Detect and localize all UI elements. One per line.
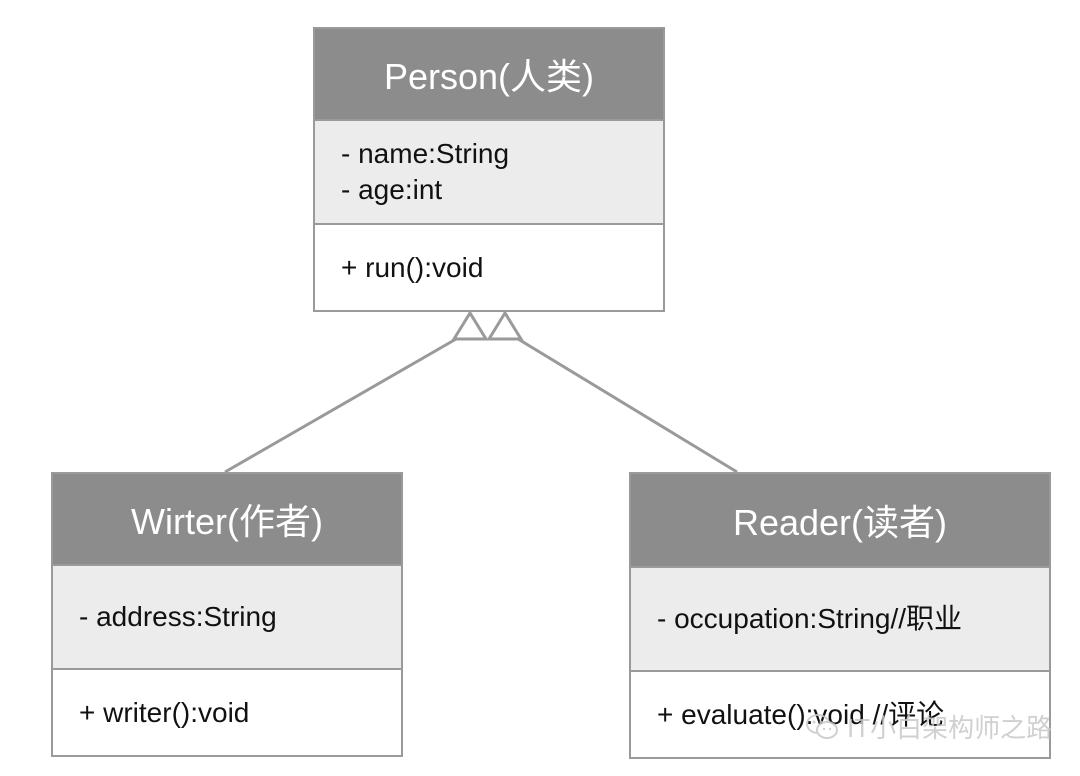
class-person-methods: + run():void — [315, 225, 663, 310]
attribute-name: - name:String — [341, 138, 510, 169]
class-writer-name: Wirter(作者) — [53, 474, 401, 566]
class-reader-attributes: - occupation:String//职业 — [631, 568, 1049, 672]
class-person: Person(人类) - name:String - age:int + run… — [313, 27, 665, 312]
reader-generalization-line — [504, 329, 738, 474]
attribute-occupation: - occupation:String//职业 — [657, 603, 963, 634]
method-writer: + writer():void — [79, 696, 250, 728]
class-person-attributes: - name:String - age:int — [315, 121, 663, 225]
class-writer-methods: + writer():void — [53, 670, 401, 755]
class-reader: Reader(读者) - occupation:String//职业 + eva… — [629, 472, 1051, 759]
class-reader-name: Reader(读者) — [631, 474, 1049, 568]
wechat-icon — [806, 713, 838, 739]
writer-generalization-arrowhead — [451, 310, 489, 341]
class-writer: Wirter(作者) - address:String + writer():v… — [51, 472, 403, 757]
attribute-address: - address:String — [79, 601, 277, 632]
attribute-age: - age:int — [341, 174, 443, 205]
watermark: IT小白架构师之路 — [805, 708, 1052, 745]
class-reader-methods: + evaluate():void //评论 — [631, 672, 1049, 757]
method-evaluate: + evaluate():void //评论 — [657, 698, 945, 730]
reader-generalization-arrowhead — [486, 310, 524, 341]
watermark-text: IT小白架构师之路 — [847, 713, 1053, 743]
method-run: + run():void — [341, 251, 484, 283]
class-writer-attributes: - address:String — [53, 566, 401, 670]
class-person-name: Person(人类) — [315, 29, 663, 121]
writer-generalization-line — [224, 329, 471, 474]
